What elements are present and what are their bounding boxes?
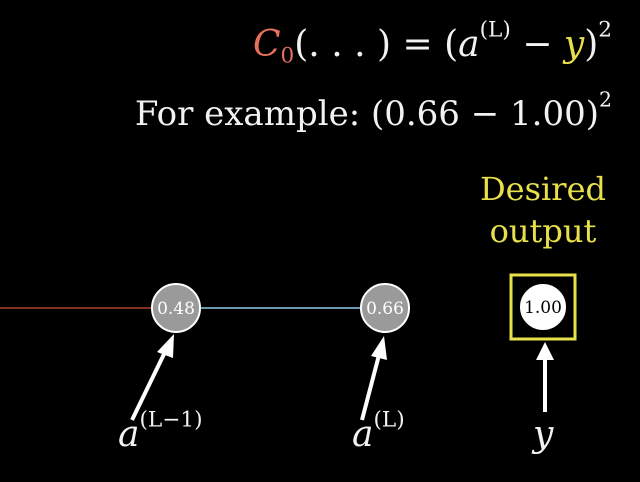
formula-power: 2 (598, 17, 612, 43)
arrow-target (536, 342, 554, 412)
desired-output-box (509, 273, 577, 341)
neuron-desired-output: 1.00 (518, 282, 568, 332)
formula-target: y (563, 24, 585, 65)
label-last-base: a (352, 414, 374, 455)
neuron-prev-value: 0.48 (157, 299, 195, 319)
label-target: y (533, 414, 553, 455)
formula-activation-sup: (L) (479, 17, 511, 43)
label-last-activation: a(L) (352, 409, 405, 455)
label-prev-base: a (118, 414, 140, 455)
label-prev-activation: a(L−1) (118, 409, 203, 455)
example-power: 2 (599, 87, 612, 112)
example-text: For example: (0.66 − 1.00) (134, 94, 600, 134)
cost-symbol: C (252, 24, 281, 65)
label-target-text: y (533, 414, 554, 455)
neuron-last-value: 0.66 (366, 299, 404, 319)
desired-output-line2: output (489, 212, 597, 250)
desired-output-value: 1.00 (524, 298, 562, 318)
formula-close: ) (584, 24, 599, 65)
formula-minus: − (510, 24, 564, 65)
desired-output-line1: Desired (480, 170, 606, 208)
neuron-last-layer: 0.66 (360, 283, 410, 333)
cost-args: (. . . ) = ( (294, 24, 459, 65)
cost-subscript: 0 (280, 43, 295, 69)
neuron-prev-layer: 0.48 (151, 283, 201, 333)
desired-output-caption: Desired output (468, 168, 618, 252)
label-last-sup: (L) (373, 407, 405, 433)
cost-formula: C0(. . . ) = (a(L) − y)2 (252, 19, 612, 69)
example-line: For example: (0.66 − 1.00)2 (134, 89, 612, 134)
formula-activation: a (458, 24, 480, 65)
arrow-last (360, 336, 387, 421)
arrow-prev (130, 334, 174, 421)
label-prev-sup: (L−1) (139, 407, 203, 433)
